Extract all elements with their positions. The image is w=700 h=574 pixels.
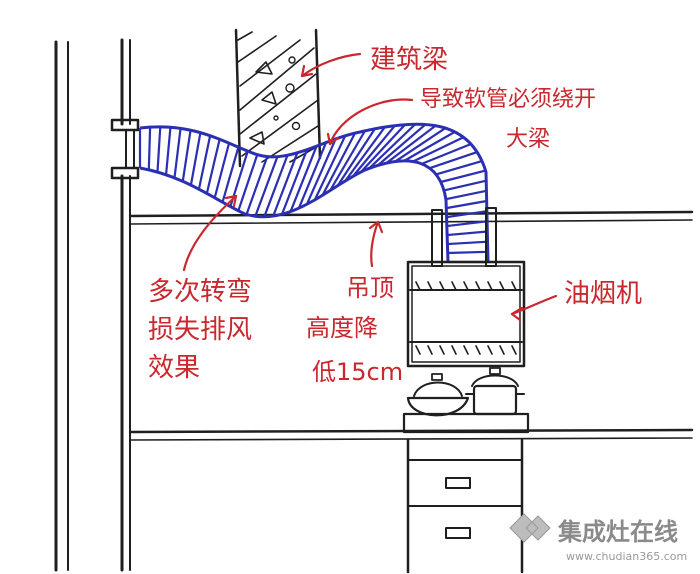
hose-rib (440, 169, 486, 184)
ceiling-label-line2: 高度降 (306, 314, 378, 342)
watermark: 集成灶在线 www.chudian365.com (509, 513, 687, 563)
hose-rib (344, 126, 386, 182)
hose-rib (385, 124, 437, 165)
hose-rib (447, 240, 488, 246)
hose-rib (446, 199, 487, 210)
hose-rib (164, 127, 172, 175)
watermark-brand: 集成灶在线 (557, 518, 678, 546)
hose-rib (447, 250, 488, 255)
hose-rib (446, 220, 488, 228)
hose-detour-label-line2: 大梁 (506, 127, 550, 152)
hose-rib (173, 128, 182, 179)
ceiling-label-line3: 低15cm (312, 358, 403, 386)
hose-rib (156, 126, 162, 173)
hose-rib (403, 130, 456, 162)
hose-rib (376, 123, 427, 167)
hose-rib (254, 156, 279, 217)
hose-rib (368, 123, 417, 170)
hose-rib (352, 124, 396, 177)
hose-rib (394, 127, 447, 163)
hose-detour-label-line1: 导致软管必须绕开 (420, 87, 596, 112)
hose-rib (360, 123, 406, 173)
bends-label-line2: 损失排风 (148, 315, 252, 345)
hose-rib (221, 146, 240, 203)
suspended-ceiling-line (128, 210, 694, 225)
brand-logo-icon (509, 513, 551, 543)
hose-rib (272, 152, 299, 217)
hose-rib (297, 142, 328, 209)
hose-rib (321, 132, 357, 196)
hose-rib (421, 143, 472, 165)
hose-rib (443, 179, 487, 192)
wok-pot (406, 373, 470, 417)
countertop (128, 412, 694, 441)
hose-rib (213, 142, 231, 199)
hose-rib (280, 149, 309, 215)
hose-rib (263, 154, 289, 218)
left-wall (54, 38, 131, 572)
hose-rib (305, 138, 337, 205)
building-beam (234, 28, 322, 168)
hose-rib (197, 135, 212, 190)
hose-rib (446, 210, 488, 219)
beam-label: 建筑梁 (370, 45, 448, 75)
watermark-url: www.chudian365.com (566, 550, 687, 563)
hose-rib (289, 145, 318, 212)
bends-label-line3: 效果 (148, 353, 200, 383)
flexible-hose (138, 122, 490, 264)
bends-label-line1: 多次转弯 (148, 277, 252, 307)
hose-rib (245, 156, 269, 215)
wall-outlet (110, 118, 140, 180)
hose-rib (435, 159, 483, 176)
hose-rib (329, 130, 366, 192)
hose-rib (313, 135, 347, 201)
range-hood (406, 207, 526, 368)
hose-rib (336, 128, 376, 187)
hose-rib (181, 129, 192, 182)
hose-rib (412, 136, 464, 163)
hose-rib (237, 154, 259, 212)
hose-rib (445, 189, 487, 201)
hose-rib (147, 127, 152, 170)
hose-rib (429, 151, 478, 170)
cooking-pot (465, 367, 525, 416)
ceiling-label-line1: 吊顶 (346, 274, 394, 302)
hose-rib (447, 230, 488, 237)
hose-rib (189, 132, 202, 186)
base-cabinet (406, 438, 524, 574)
hose-rib (205, 139, 221, 194)
annotation-arrows (182, 52, 558, 322)
hood-label: 油烟机 (564, 279, 642, 309)
